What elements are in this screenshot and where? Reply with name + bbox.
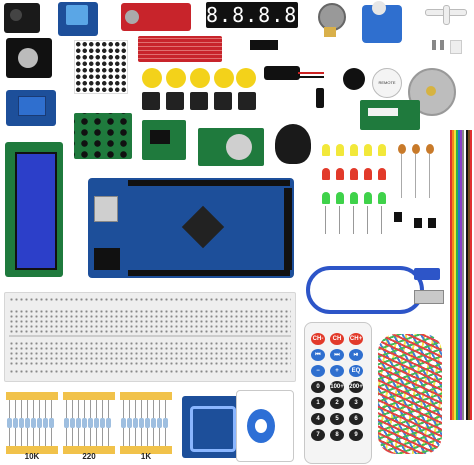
resistor-value-label: 220	[82, 452, 96, 461]
arduino-mega-board	[88, 178, 294, 278]
remote-button: CH+	[349, 333, 363, 345]
green-module-small	[142, 120, 186, 160]
remote-number-button: 6	[349, 413, 363, 425]
rfid-reader	[182, 396, 240, 458]
sensor-module-black	[4, 3, 40, 33]
remote-button: ⏯	[349, 349, 363, 361]
joystick-module	[6, 38, 52, 78]
lcd-display	[5, 142, 63, 277]
remote-number-button: 1	[311, 397, 325, 409]
remote-number-button: 5	[330, 413, 344, 425]
transistors	[394, 212, 442, 242]
stepper-driver-board	[360, 100, 420, 130]
remote-button: CH-	[311, 333, 325, 345]
remote-button: CH	[330, 333, 344, 345]
resistor-strips: 10K 220 1K	[6, 392, 176, 462]
resistor-strip: 1K	[120, 392, 172, 462]
water-sensor	[138, 36, 222, 62]
relay-module	[6, 90, 56, 126]
remote-number-button: 2	[330, 397, 344, 409]
ir-receiver-board: REMOTE CONTROL	[372, 68, 402, 113]
remote-number-button: 7	[311, 429, 325, 441]
remote-number-button: 100+	[330, 381, 344, 393]
potentiometer	[316, 1, 346, 37]
resistor-value-label: 1K	[140, 452, 152, 461]
servo-motor	[362, 1, 402, 43]
leds-row	[320, 140, 392, 240]
resistor-strip: 220	[63, 392, 115, 462]
screws	[432, 38, 466, 54]
remote-number-button: 8	[330, 429, 344, 441]
remote-number-button: 200+	[349, 381, 363, 393]
photoresistors	[398, 144, 446, 204]
remote-number-button: 0	[311, 381, 325, 393]
jumper-wires-bundle	[374, 326, 446, 462]
joystick-knob	[275, 124, 311, 164]
resistor-strip: 10K	[6, 392, 58, 462]
ic-chip	[250, 40, 278, 50]
remote-button: ⏭	[330, 349, 344, 361]
resistor-value-label: 10K	[24, 452, 40, 461]
usb-cable	[306, 262, 446, 314]
segment-display: 8.8.8.8.8	[206, 2, 324, 28]
dht-sensor-module	[58, 2, 98, 36]
remote-button: ⏮	[311, 349, 325, 361]
tactile-buttons	[142, 92, 258, 110]
keypad-module	[74, 113, 132, 159]
sound-sensor-module	[121, 3, 191, 31]
remote-button: +	[330, 365, 344, 377]
led-matrix	[74, 40, 128, 94]
jumper-ribbon	[450, 130, 472, 420]
buzzer	[343, 68, 365, 90]
battery-clip	[264, 62, 336, 110]
remote-button: −	[311, 365, 325, 377]
remote-number-button: 3	[349, 397, 363, 409]
remote-button: EQ	[349, 365, 363, 377]
rtc-module	[198, 128, 264, 166]
remote-number-button: 9	[349, 429, 363, 441]
rfid-card	[236, 390, 294, 462]
remote-number-button: 4	[311, 413, 325, 425]
button-caps-yellow	[142, 68, 256, 90]
breadboard	[4, 292, 296, 382]
servo-horns	[425, 5, 467, 27]
